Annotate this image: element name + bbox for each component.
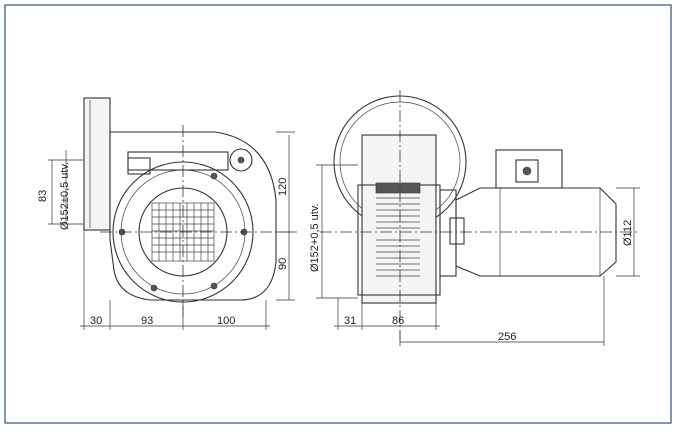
dim-86: 86	[392, 315, 404, 327]
dim-31: 31	[344, 315, 356, 327]
dim-90: 90	[277, 258, 289, 270]
side-view	[316, 90, 640, 346]
dim-93: 93	[141, 315, 153, 327]
impeller	[375, 182, 421, 277]
dim-100: 100	[217, 315, 235, 327]
dim-256: 256	[498, 331, 516, 343]
dim-120: 120	[277, 178, 289, 196]
drawing-border	[4, 4, 672, 424]
dim-83: 83	[37, 190, 49, 202]
dim-112: Ø112	[622, 220, 634, 246]
dim-30: 30	[90, 315, 102, 327]
front-view	[48, 97, 300, 330]
dim-diameter-right: Ø152+0,5 utv.	[309, 203, 321, 272]
dim-diameter-left: Ø152±0,5 utv.	[59, 162, 71, 230]
